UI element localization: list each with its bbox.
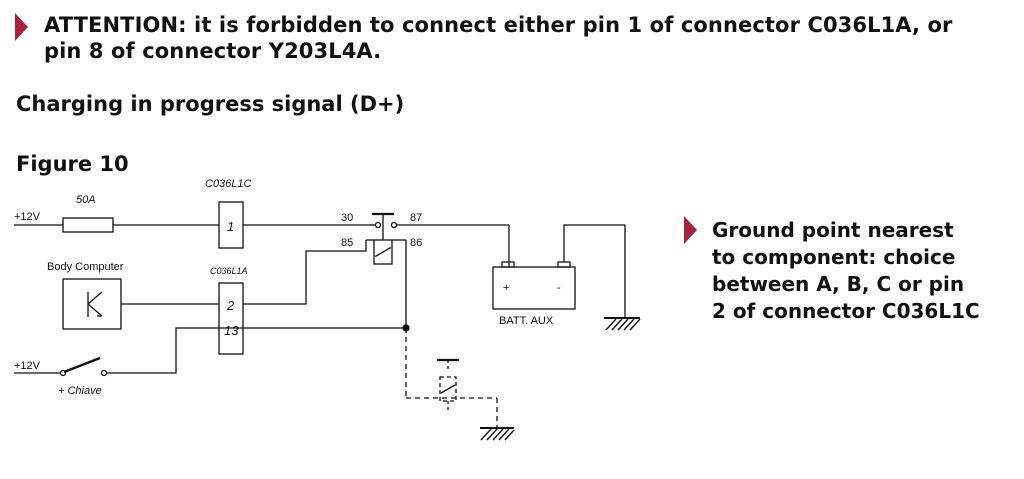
connector-mid-pin-b: 13 (224, 323, 239, 338)
connector-top-label: C036L1C (205, 178, 252, 190)
figure-label: Figure 10 (16, 152, 129, 176)
connector-top-pin: 1 (227, 219, 234, 234)
supply-top-label: +12V (14, 211, 41, 223)
relay-terminal-30: 30 (341, 212, 353, 224)
connector-mid-pin-a: 2 (226, 298, 235, 313)
key-label: + Chiave (58, 385, 102, 397)
attention-bullet-icon (15, 13, 28, 41)
body-computer-label: Body Computer (47, 261, 124, 273)
relay-terminal-86: 86 (410, 237, 422, 249)
battery-label: BATT. AUX (499, 315, 554, 327)
fuse-rating-label: 50A (76, 194, 96, 206)
relay-terminal-87: 87 (410, 212, 422, 224)
supply-bottom-label: +12V (14, 360, 41, 372)
connector-mid-label: C036L1A (210, 266, 248, 276)
battery-plus-label: + (503, 282, 509, 294)
attention-line-1: ATTENTION: it is forbidden to connect ei… (44, 13, 953, 37)
ground-note-line-4: 2 of connector C036L1C (712, 299, 980, 323)
relay-terminal-85: 85 (341, 237, 353, 249)
connector-c036l1a (218, 282, 244, 355)
ground-note-line-2: to component: choice (712, 245, 956, 269)
ground-note-line-1: Ground point nearest (712, 218, 954, 242)
relay-coil-icon (373, 239, 393, 265)
ground-note-line-3: between A, B, C or pin (712, 272, 965, 296)
battery-aux-icon (492, 266, 576, 310)
battery-minus-label: - (557, 282, 561, 294)
ground-note-bullet-icon (684, 216, 697, 244)
section-heading: Charging in progress signal (D+) (16, 92, 405, 116)
attention-line-2: pin 8 of connector Y203L4A. (44, 39, 382, 63)
fuse-icon (62, 217, 114, 233)
body-computer-box (62, 278, 122, 330)
